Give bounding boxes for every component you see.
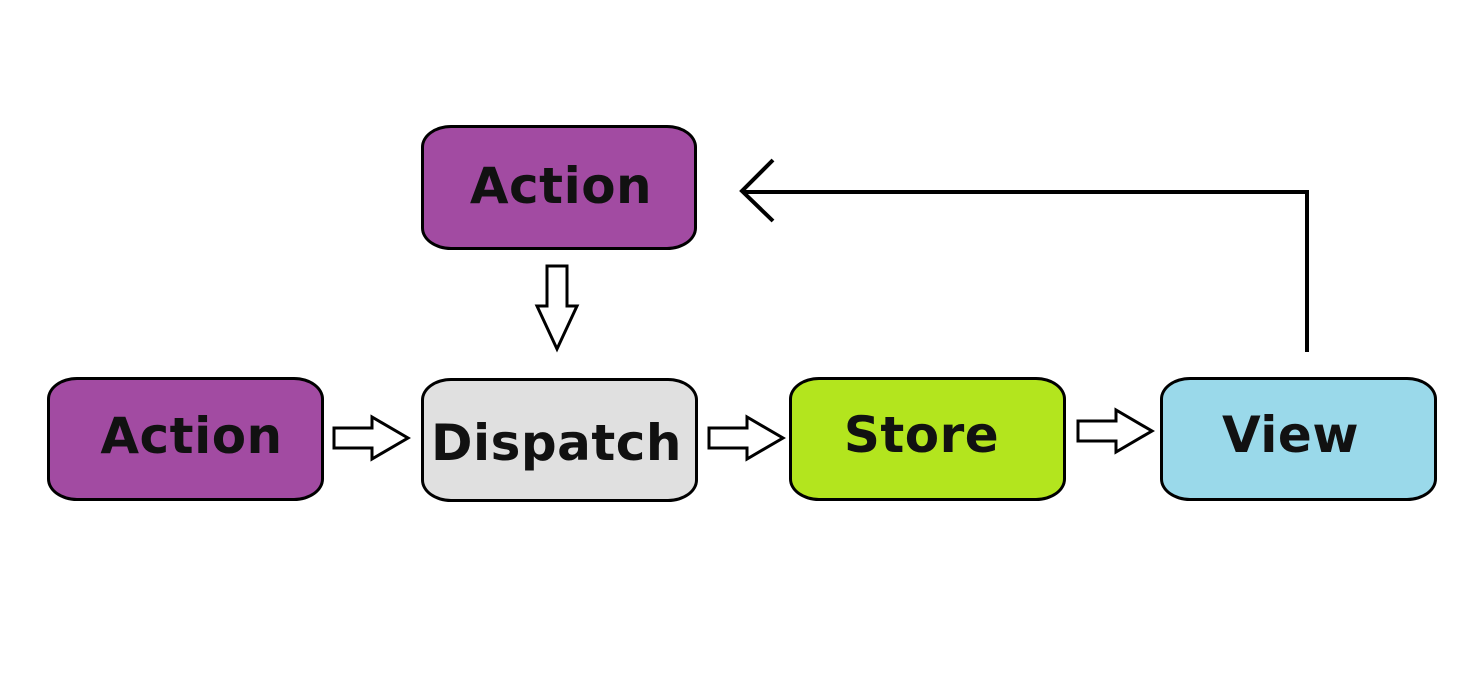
- node-action-left: Action: [47, 377, 324, 501]
- arrow-action-top-to-dispatch: [534, 264, 580, 353]
- node-store-label: Store: [843, 406, 1000, 464]
- node-action-top: Action: [421, 125, 697, 250]
- node-view: View: [1160, 377, 1437, 501]
- arrow-dispatch-to-store: [707, 414, 786, 462]
- arrow-store-to-view: [1076, 407, 1155, 455]
- arrow-view-to-action-top: [744, 190, 1309, 352]
- node-dispatch-label: Dispatch: [430, 414, 683, 472]
- arrow-view-to-action-top-head: [739, 158, 775, 223]
- node-store: Store: [789, 377, 1066, 501]
- node-dispatch: Dispatch: [421, 378, 698, 502]
- node-view-label: View: [1221, 406, 1360, 464]
- node-action-top-label: Action: [469, 156, 653, 215]
- node-action-left-label: Action: [100, 407, 283, 465]
- arrow-action-left-to-dispatch: [332, 414, 411, 462]
